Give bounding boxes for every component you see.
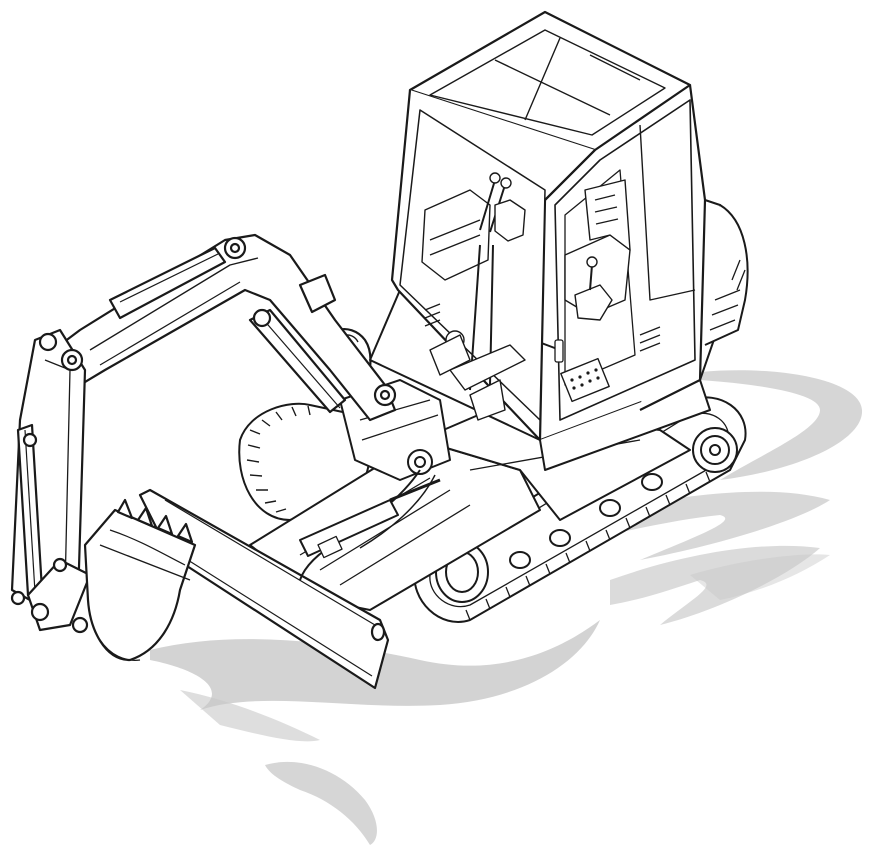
dipper-arm — [10, 328, 92, 634]
cab-interior — [421, 172, 661, 421]
digging-bucket — [83, 498, 197, 662]
boom-arm — [58, 233, 397, 422]
